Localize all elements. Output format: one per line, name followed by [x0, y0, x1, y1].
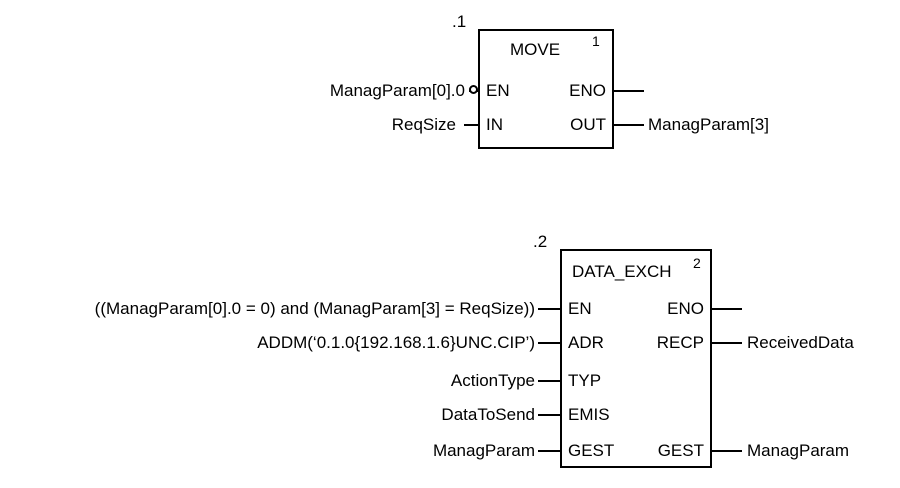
pin-data-exch-recp: RECP [656, 333, 704, 352]
wire-data-exch-eno [712, 308, 742, 310]
pin-move-out: OUT [570, 115, 606, 134]
wire-data-exch-gest-in [538, 450, 560, 452]
function-block-move-title: MOVE [510, 40, 561, 59]
function-block-move-exec-number: 1 [592, 33, 600, 49]
wire-data-exch-recp [712, 342, 742, 344]
rung-label-1: .1 [452, 12, 467, 31]
wire-data-exch-adr [538, 342, 560, 344]
operand-data-exch-in-typ[interactable]: ActionType [450, 371, 535, 390]
pin-data-exch-en: EN [568, 299, 592, 318]
pin-data-exch-gest-out: GEST [657, 441, 704, 460]
operand-data-exch-out-recp[interactable]: ReceivedData [747, 333, 854, 352]
wire-move-in [464, 124, 478, 126]
pin-move-in: IN [486, 115, 503, 134]
wire-move-eno [614, 90, 644, 92]
operand-move-in-en[interactable]: ManagParam[0].0 [329, 81, 465, 100]
pin-data-exch-typ: TYP [568, 371, 602, 390]
wire-data-exch-en [538, 308, 560, 310]
operand-data-exch-in-adr[interactable]: ADDM(‘0.1.0{192.168.1.6}UNC.CIP’) [257, 333, 535, 352]
pin-data-exch-emis: EMIS [568, 405, 610, 424]
operand-data-exch-in-en[interactable]: ((ManagParam[0].0 = 0) and (ManagParam[3… [94, 299, 535, 318]
rung-label-2: .2 [533, 232, 548, 251]
function-block-data-exch[interactable] [560, 249, 712, 468]
pin-move-en: EN [486, 81, 510, 100]
function-block-data-exch-title: DATA_EXCH [572, 262, 672, 281]
function-block-data-exch-exec-number: 2 [693, 255, 701, 271]
function-block-move[interactable] [478, 29, 614, 149]
wire-data-exch-gest-out [712, 450, 742, 452]
operand-move-out-out[interactable]: ManagParam[3] [648, 115, 769, 134]
wire-data-exch-typ [538, 380, 560, 382]
wire-data-exch-emis [538, 414, 560, 416]
operand-move-in-in[interactable]: ReqSize [391, 115, 456, 134]
operand-data-exch-in-emis[interactable]: DataToSend [441, 405, 535, 424]
negation-bubble-icon [469, 85, 478, 94]
pin-data-exch-adr: ADR [568, 333, 604, 352]
operand-data-exch-in-gest[interactable]: ManagParam [432, 441, 535, 460]
wire-move-out [614, 124, 644, 126]
operand-data-exch-out-gest[interactable]: ManagParam [747, 441, 850, 460]
pin-data-exch-gest-in: GEST [568, 441, 615, 460]
pin-move-eno: ENO [569, 81, 606, 100]
pin-data-exch-eno: ENO [667, 299, 704, 318]
